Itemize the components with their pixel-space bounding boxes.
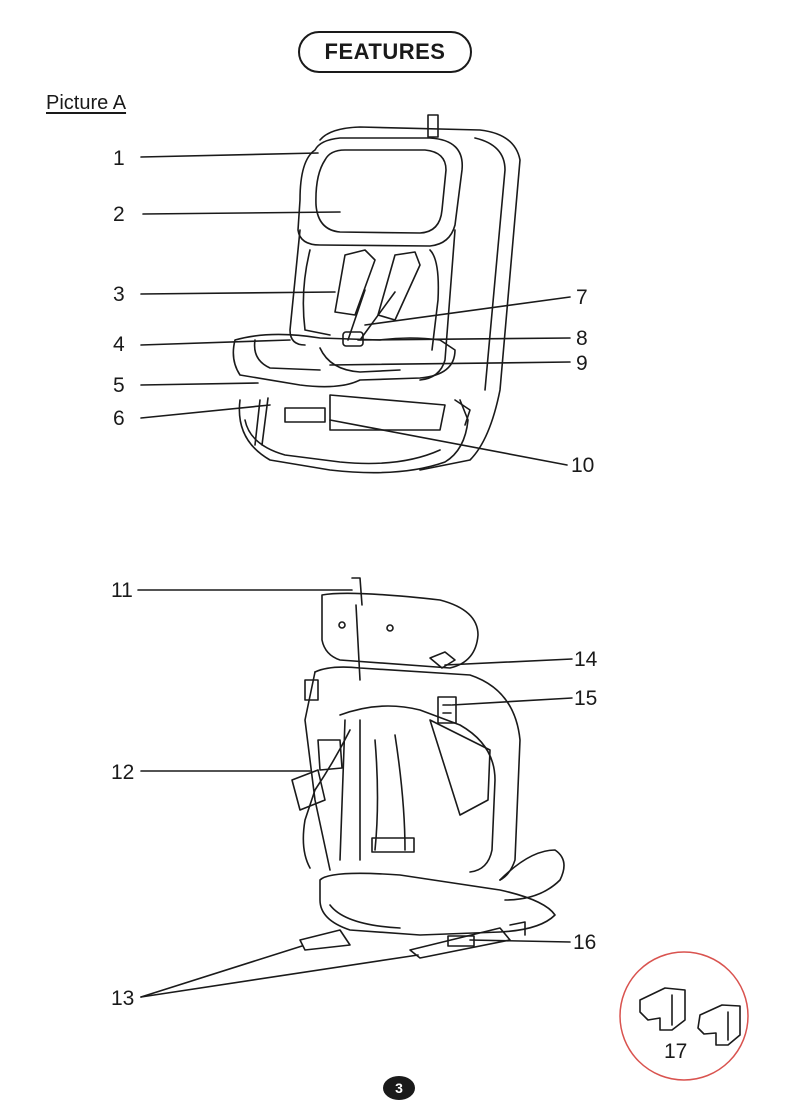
- callout-16: 16: [573, 932, 596, 953]
- front-seat-illustration: [233, 115, 520, 473]
- callout-1: 1: [113, 148, 125, 169]
- callout-13: 13: [111, 988, 134, 1009]
- callout-4: 4: [113, 334, 125, 355]
- isofix-guide-pair: [640, 988, 740, 1045]
- callout-8: 8: [576, 328, 588, 349]
- callout-17: 17: [664, 1041, 687, 1062]
- callout-9: 9: [576, 353, 588, 374]
- callout-6: 6: [113, 408, 125, 429]
- callout-14: 14: [574, 649, 597, 670]
- callout-12: 12: [111, 762, 134, 783]
- page-number: 3: [395, 1080, 403, 1096]
- page-number-badge: 3: [383, 1076, 415, 1100]
- callout-11: 11: [111, 580, 133, 601]
- callout-3: 3: [113, 284, 125, 305]
- rear-seat-illustration: [292, 578, 564, 958]
- callout-7: 7: [576, 287, 588, 308]
- callout-5: 5: [113, 375, 125, 396]
- callout-2: 2: [113, 204, 125, 225]
- callout-10: 10: [571, 455, 594, 476]
- callout-15: 15: [574, 688, 597, 709]
